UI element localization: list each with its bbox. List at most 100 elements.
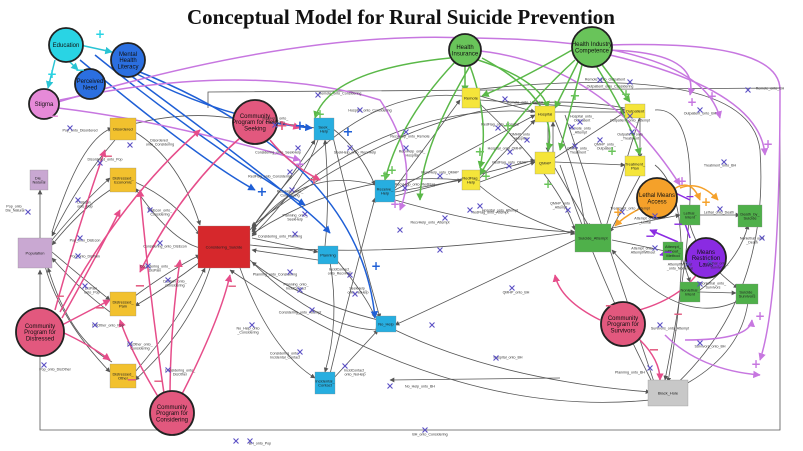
plus-sign-icon: + [687,95,697,109]
stock-label: Incidental_Contact [315,378,335,387]
flow-label-planning-onto-incidcontact: Planning_onto_IncidContact [284,282,310,290]
stock-remote[interactable]: Remote [461,87,481,109]
flow-label-survivors-onto-attempt: Survivors_onto_Attempt [651,326,689,330]
stock-label: Death_by_Suicide [740,211,760,220]
plus-sign-icon: + [677,174,687,188]
plus-sign-icon: + [295,119,306,134]
plus-sign-icon: + [503,119,514,134]
stock-planning[interactable]: Planning [317,245,339,265]
stock-outpatient[interactable]: Outpatient [624,103,646,119]
flow-label-hospital-onto-bh: Hospital_onto_BH [494,355,523,359]
plus-sign-icon: + [47,67,57,81]
flow-label-qmhp-onto-hospital: QMHP_onto_Hospital [510,132,530,140]
valve-icon [77,235,83,241]
stock-die-natural[interactable]: Die_Natural [29,169,49,191]
stock-attempt-without-method[interactable]: Attempt_without_Method [662,241,684,261]
plus-sign-icon: + [607,144,617,158]
stock-suicide-attempt[interactable]: Suicide_Attempt [574,223,612,253]
stock-qmhp[interactable]: QMHP [534,151,556,175]
valve-icon [717,206,723,212]
valve-icon [502,96,508,102]
stock-box [735,283,759,305]
flow-label-recvhelp-onto-considering: RecvHelp_onto_Considering [277,189,305,197]
stock-treatment-plan[interactable]: Treatment_Plan [624,155,646,177]
flow-label-no-help-onto-bh: No_Help_onto_BH [405,384,435,388]
flow-label-dispain-onto-considering: DisPain_onto_Considering [163,279,187,287]
valve-icon [347,272,353,278]
minus-sign-icon: − [605,299,616,314]
stock-box [624,155,646,177]
stock-lethal-intent[interactable]: Lethal_Intent [679,204,701,226]
valve-icon [287,269,293,275]
flow-label-hospital-onto-attempt: Hospital_onto_Attempt [482,208,518,212]
stock-label: Remote [464,96,479,101]
stock-disordered[interactable]: Disordered [109,117,137,141]
stock-label: Nonlethal_Intent [680,287,700,296]
factor-education[interactable]: Education [48,27,84,63]
stock-label: Hospital [538,112,553,117]
stock-population[interactable]: Population [17,237,53,269]
flow-label-seekhelp-onto-recvhelp: SeekHelp_onto_RecvHelp [334,150,376,154]
stock-box [534,105,556,123]
stock-incidental-contact[interactable]: Incidental_Contact [314,371,336,395]
stock-redflag-help[interactable]: RedFlag_Help [461,169,480,191]
stock-no-help[interactable]: No_Help [375,315,397,333]
stock-distressed-pain[interactable]: Distressed_Pain [109,291,137,317]
stock-distressed-other[interactable]: Distressed_Other [109,363,137,389]
flow-label-considering-onto-dispain: Considering_onto_DisPain [140,264,171,272]
flow-label-qmhp-onto-bh: QMHP_onto_BH [503,290,530,294]
stock-nonlethal-intent[interactable]: Nonlethal_Intent [679,281,701,303]
stock-box [647,379,689,407]
factor-circle [15,307,65,357]
flow-label-pop-onto-disother: Pop_onto_DisOther [39,367,71,371]
flow-label-remote-onto-hospital: Remote_onto_Hospital [507,100,544,104]
plus-sign-icon: + [755,309,765,323]
valve-icon [572,143,578,149]
valve-icon [422,427,428,433]
stock-label: No_Help [378,322,394,327]
plus-sign-icon: + [543,177,553,191]
stock-box [679,281,701,303]
minus-sign-icon: − [103,149,113,163]
valve-icon [247,438,253,444]
factor-stigma[interactable]: Stigma [28,88,60,120]
flow-label-pop-onto-dispain: Pop_onto_DisPain [70,254,100,258]
flow-label-remote-onto-bh: Remote_onto_BH [756,86,785,90]
valve-icon [652,245,658,251]
stock-label: RedFlag_Help [462,175,480,184]
polarity-signs: ++−−++−−−−−−−−++++++++++++++++++++++++−−… [47,27,773,388]
plus-sign-icon: + [481,169,491,183]
stock-box [314,371,336,395]
factor-label: Stigma [35,102,54,108]
stock-death-by-suicide[interactable]: Death_by_Suicide [737,204,763,228]
stock-receive-help[interactable]: Receive_Help [374,179,396,203]
stock-considering-suicide[interactable]: Considering_Suicide [197,225,251,269]
valve-icon [352,291,358,297]
valve-icon [82,283,88,289]
stock-seek-help[interactable]: Seek_Help [313,117,335,141]
valve-icon [272,122,278,128]
stock-distressed-economic[interactable]: Distressed_Economic [109,167,137,193]
stock-hospital[interactable]: Hospital [534,105,556,123]
flow-label-remote-onto-outpatient: Remote_onto_Outpatient [585,77,625,81]
factor-circle [600,301,646,347]
flow-label-redflag-onto-attempt: RedFlag_onto_Attempt [472,210,509,214]
valve-icon [315,92,321,98]
minus-sign-icon: − [673,217,683,231]
stock-suicide-survivors[interactable]: Suicide_Survivors [735,283,759,305]
stock-black-hole[interactable]: Black_Hole [647,379,689,407]
